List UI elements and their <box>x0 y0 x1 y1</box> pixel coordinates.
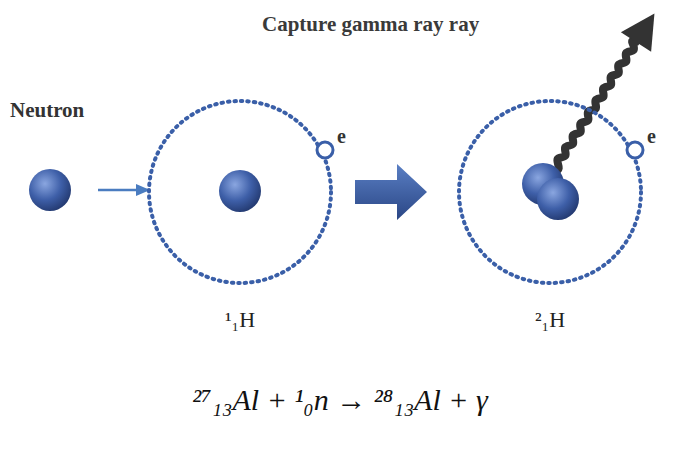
electron-label: e <box>337 125 346 148</box>
neutron-ball <box>29 169 71 211</box>
electron <box>627 142 643 158</box>
atom: e²₁H <box>457 99 643 285</box>
particle-label: Neutron <box>10 98 84 122</box>
atom-outline <box>147 99 333 285</box>
neutron-particle: Neutron <box>6 96 94 214</box>
ray-label: Capture gamma ray ray <box>262 12 479 36</box>
atom-outline <box>457 99 643 285</box>
electron-orbit <box>149 101 331 283</box>
nucleon-ball <box>219 170 261 212</box>
isotope-label: ²₁H <box>535 307 565 332</box>
electron-label: e <box>647 125 656 148</box>
gamma-ray <box>552 13 654 172</box>
electron <box>317 142 333 158</box>
isotope-label: ¹₁H <box>225 307 255 332</box>
reaction-arrow <box>355 164 427 220</box>
atom: e¹₁H <box>147 99 333 285</box>
nucleon-ball <box>537 178 579 220</box>
capture-arrow <box>98 189 149 192</box>
electron-orbit <box>459 101 641 283</box>
gamma-arrowhead <box>621 13 655 51</box>
gamma-wave <box>552 41 636 172</box>
equation: ²⁷₁₃Al + ¹₀n → ²⁸₁₃Al + γ <box>192 383 488 418</box>
